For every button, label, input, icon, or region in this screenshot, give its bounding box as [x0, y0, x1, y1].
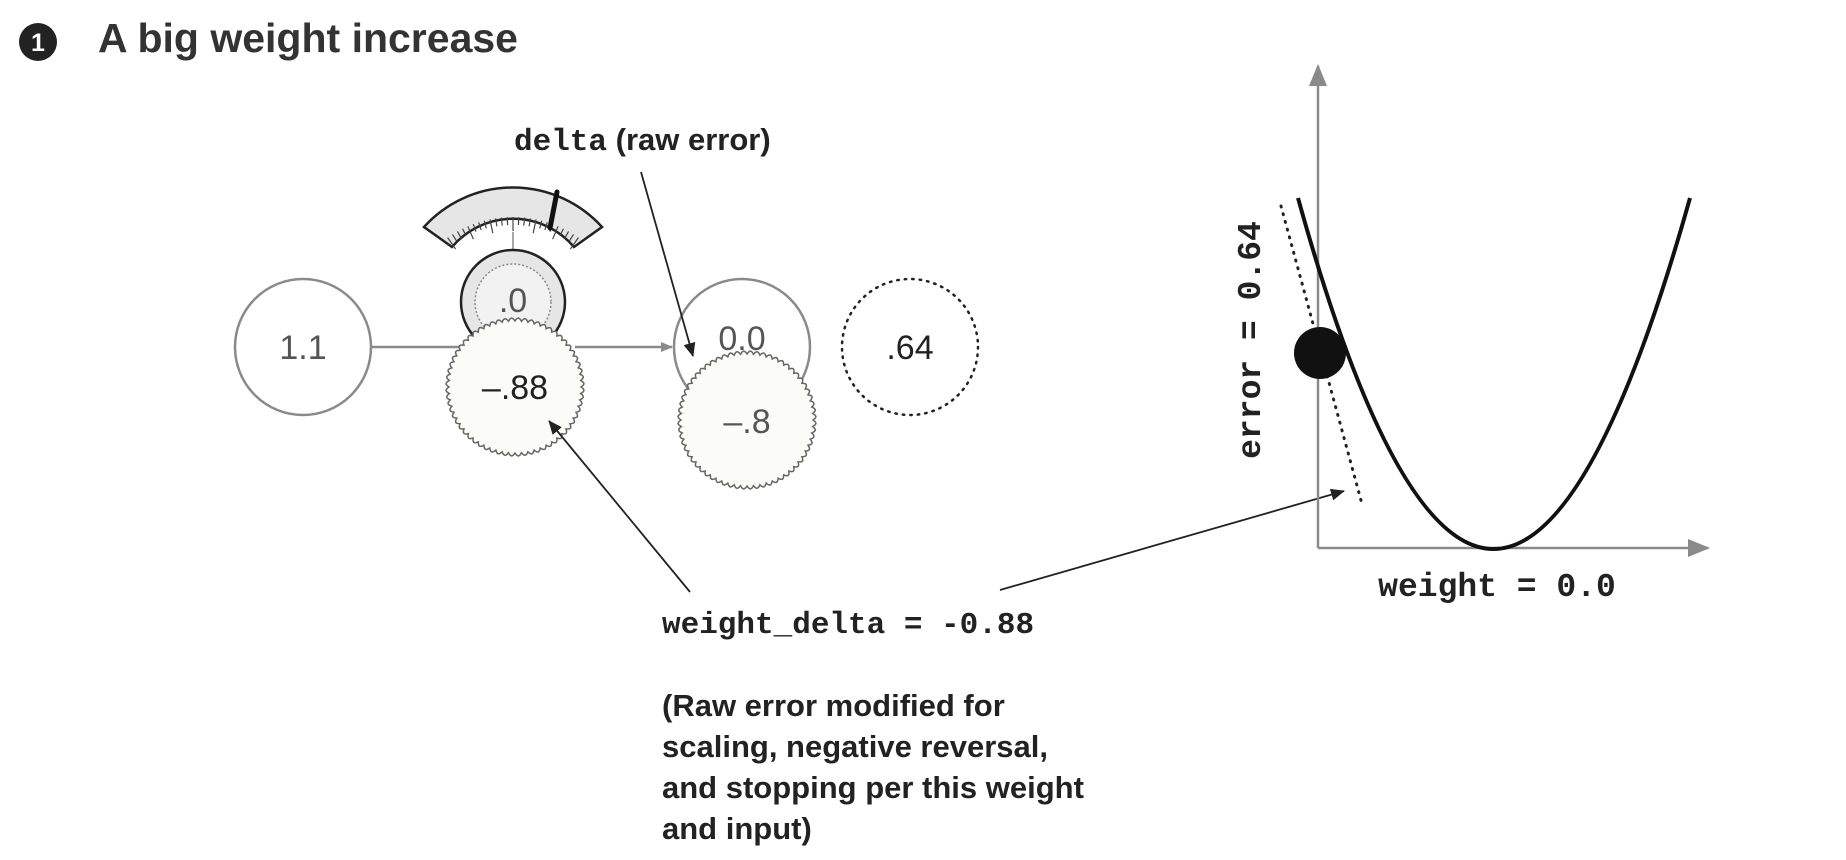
explanation-text: (Raw error modified for scaling, negativ…	[662, 688, 1093, 846]
delta-code-label: delta	[514, 125, 607, 160]
step-title: A big weight increase	[98, 15, 518, 61]
error-node: .64	[840, 277, 980, 417]
weight-delta-pointer-arrow	[548, 420, 691, 593]
delta-node: –.8	[677, 350, 817, 490]
delta-annotation: delta (raw error)	[514, 122, 771, 160]
gauge-tick	[467, 226, 474, 240]
delta-circle	[677, 350, 817, 490]
gauge-tick	[532, 219, 537, 234]
explanation-line: scaling, negative reversal,	[662, 729, 1048, 764]
step-number-badge	[19, 23, 57, 61]
gauge-tick	[472, 223, 477, 232]
input-node-circle	[233, 277, 373, 417]
gauge-tick	[544, 222, 548, 231]
weight-value: .0	[499, 282, 527, 320]
gauge-needle-icon	[547, 189, 560, 231]
error-curve	[1296, 197, 1692, 551]
delta-suffix-label: (raw error)	[607, 122, 771, 157]
gauge-tick	[552, 226, 559, 240]
gauge-tick	[564, 231, 570, 239]
delta-value: –.8	[723, 403, 770, 441]
weight-delta-node: –.88	[445, 317, 585, 457]
gauge-ticks	[447, 217, 579, 250]
error-value: .64	[886, 329, 933, 367]
gauge-tick	[523, 217, 526, 226]
x-axis-label: weight = 0.0	[1378, 569, 1616, 606]
explanation-line: and stopping per this weight	[662, 770, 1084, 805]
step-heading: 1 A big weight increase	[19, 15, 518, 61]
explanation-line: (Raw error modified for	[662, 688, 1005, 723]
y-axis-label: error = 0.64	[1233, 221, 1270, 459]
gauge-tick	[462, 228, 467, 237]
gauge-tick	[568, 234, 575, 242]
current-weight-point	[1294, 327, 1346, 379]
error-node-circle	[840, 277, 980, 417]
gauge-tick	[483, 220, 487, 229]
error-curve-chart: error = 0.64 weight = 0.0	[1233, 64, 1710, 606]
gauge-tick	[528, 218, 531, 227]
chart-pointer-arrow	[999, 488, 1345, 591]
weight-delta-value: –.88	[482, 369, 548, 407]
gauge-tick	[559, 228, 564, 237]
gauge-tick	[451, 234, 458, 242]
gauge-tick	[456, 231, 462, 239]
gauge-tick	[569, 237, 579, 250]
gauge-tick	[489, 219, 494, 234]
delta-pointer-arrow	[640, 171, 696, 357]
input-node: 1.1	[233, 277, 373, 417]
gauge-tick	[500, 217, 503, 226]
gauge-tick	[447, 237, 457, 250]
gauge-tick	[495, 218, 498, 227]
gauge-tick	[478, 222, 482, 231]
step-number: 1	[31, 29, 45, 57]
weight-delta-label: weight_delta = -0.88	[662, 608, 1034, 643]
input-value: 1.1	[279, 329, 326, 367]
explanation-line: and input)	[662, 811, 812, 846]
gauge-tick	[539, 220, 543, 229]
